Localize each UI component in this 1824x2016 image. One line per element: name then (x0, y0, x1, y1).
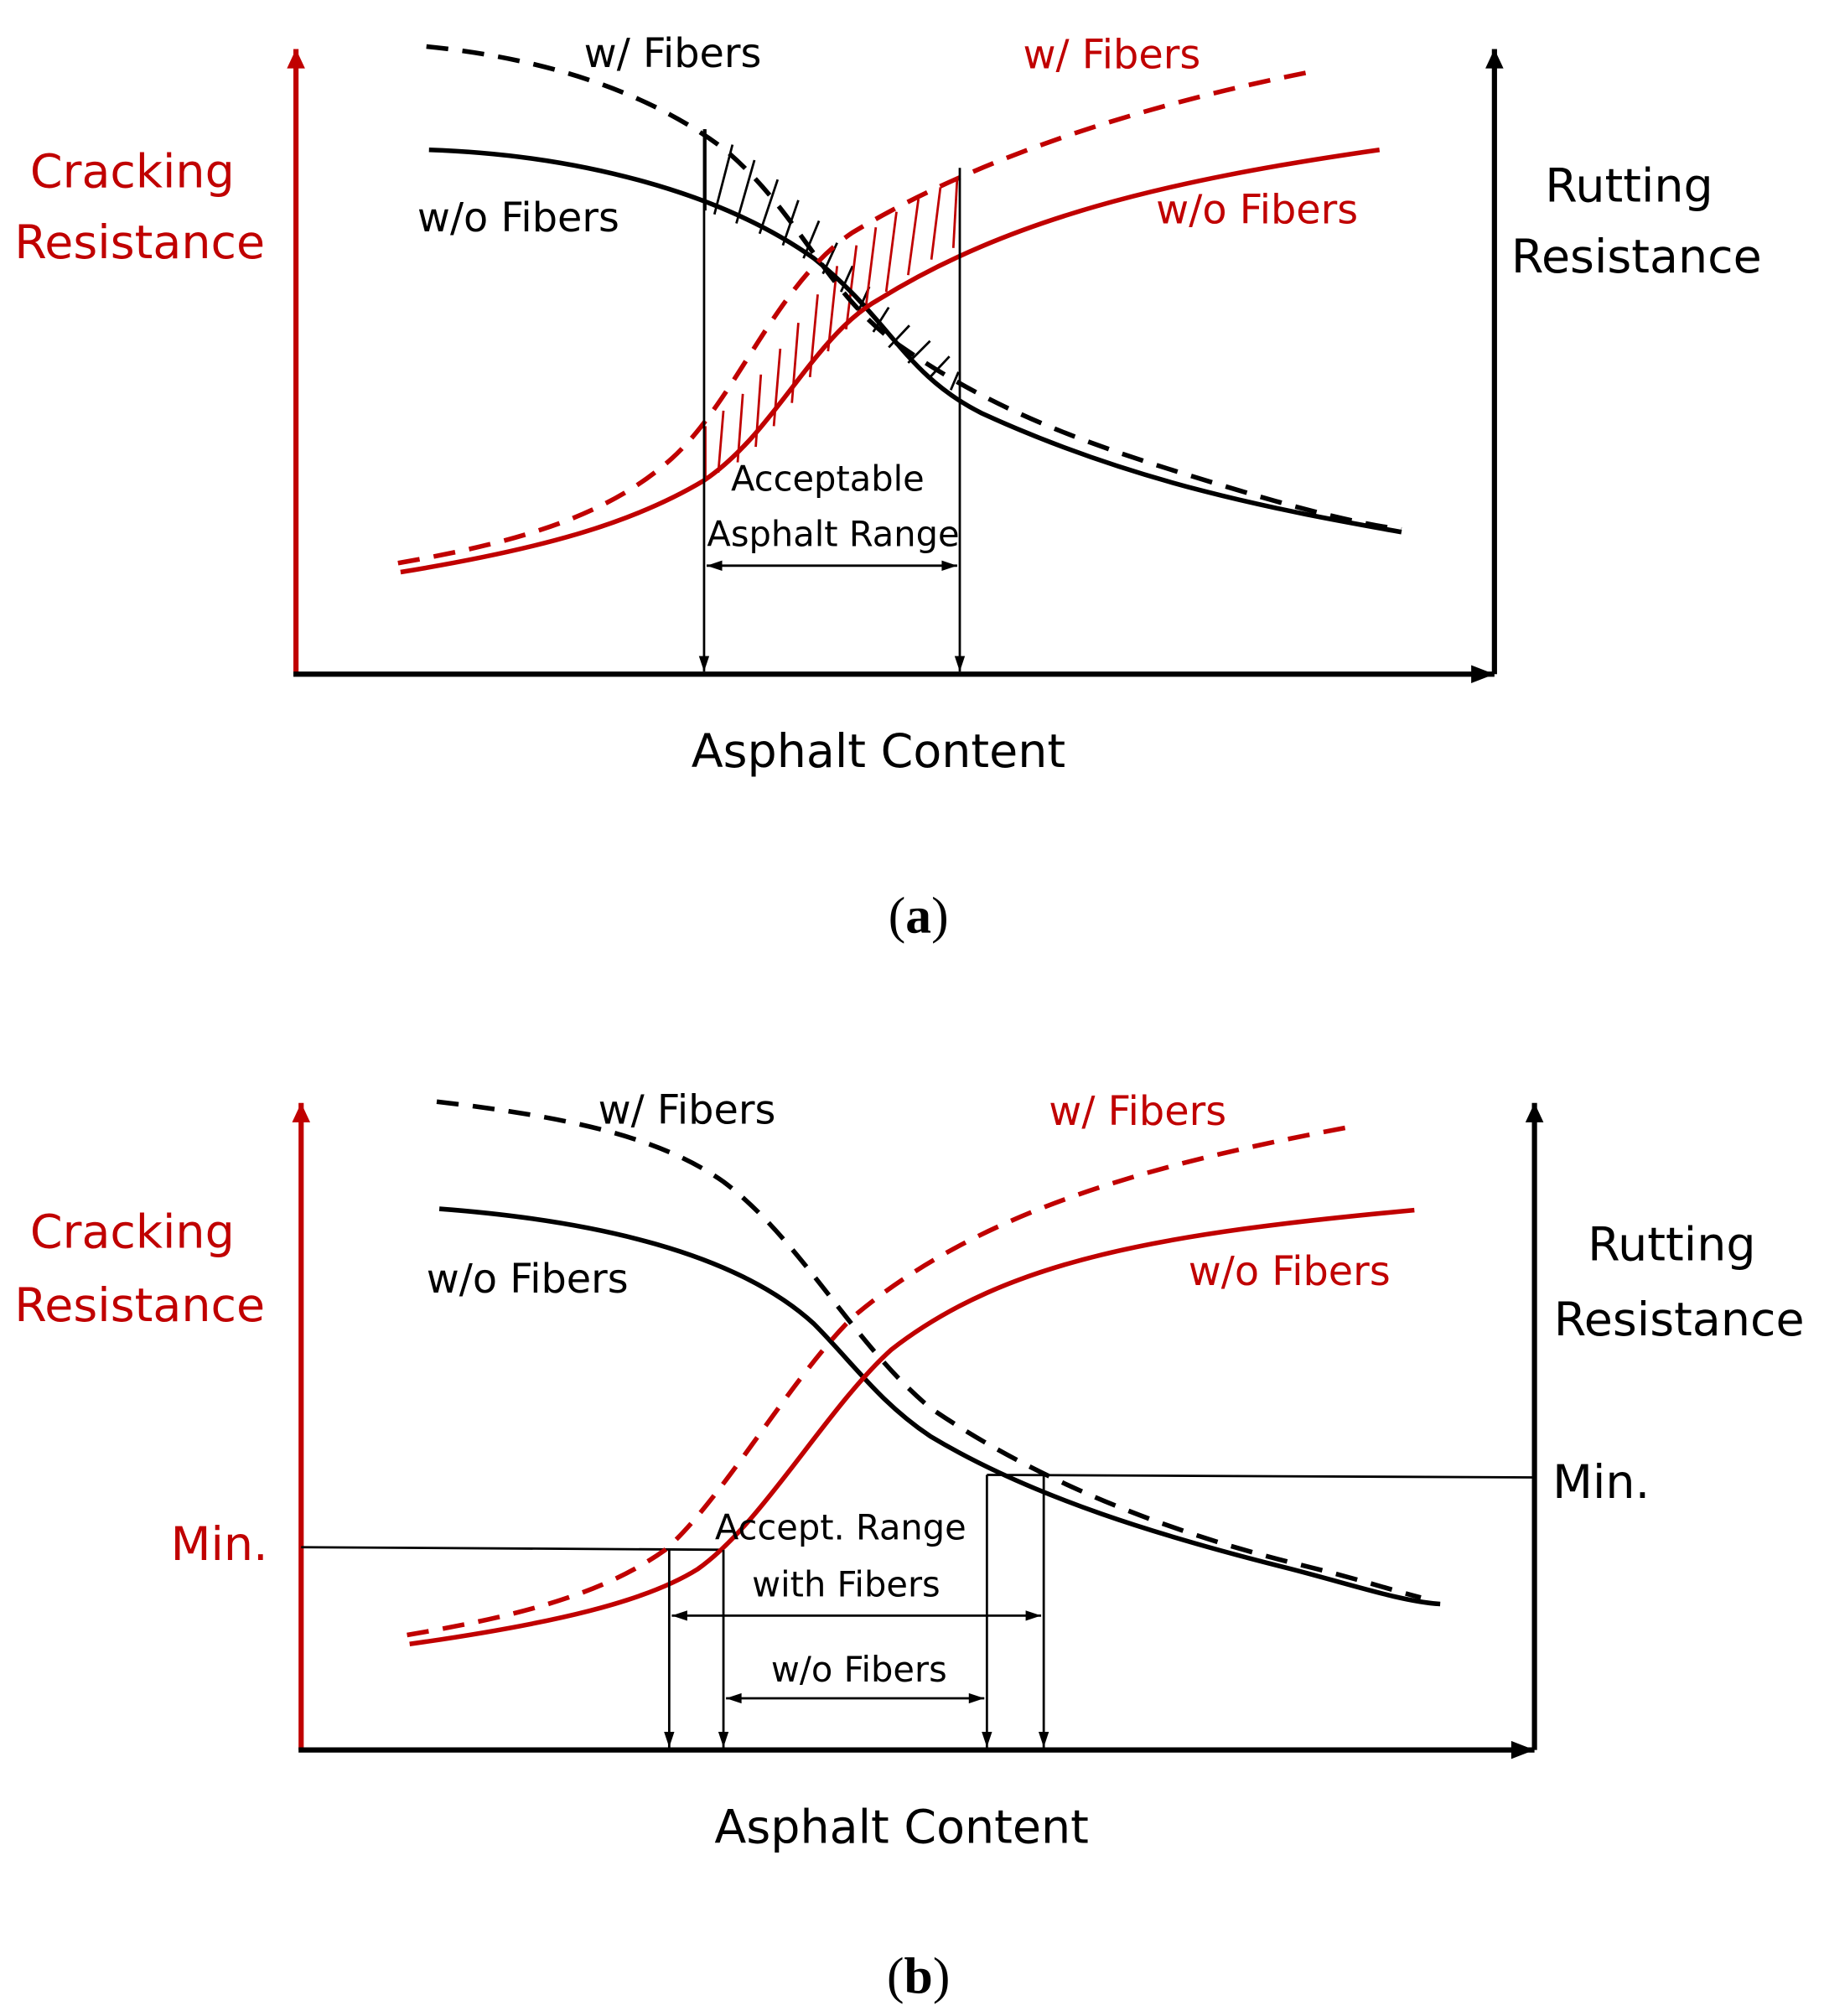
cracking-resistance-label: Cracking Resistance (14, 1205, 265, 1333)
range-without-fibers-label: w/o Fibers (771, 1649, 947, 1690)
cracking-without-fibers-curve (400, 147, 1381, 575)
range-with-fibers-label: Accept. Range with Fibers (715, 1506, 977, 1604)
rutting-min-line (987, 1474, 1535, 1479)
cracking-with-fibers-curve (397, 69, 1316, 566)
rutting-without-fibers-label: w/o Fibers (427, 1257, 629, 1303)
panel-a: Cracking Resistance Rutting Resistance w… (14, 31, 1761, 944)
acceptable-range-label: Acceptable Asphalt Range (707, 458, 959, 554)
cracking-without-fibers-curve (409, 1207, 1415, 1647)
panel-b: Cracking Resistance Rutting Resistance w… (14, 1087, 1804, 2004)
asphalt-content-label: Asphalt Content (714, 1801, 1088, 1855)
rutting-without-fibers-curve (438, 1206, 1441, 1607)
rutting-without-fibers-label: w/o Fibers (417, 195, 619, 241)
cracking-with-fibers-label: w/ Fibers (1049, 1089, 1226, 1135)
rutting-with-fibers-label: w/ Fibers (598, 1087, 776, 1133)
cracking-min-line (301, 1546, 724, 1552)
rutting-gain-hatch (704, 129, 960, 391)
cracking-with-fibers-curve (407, 1125, 1348, 1638)
cracking-resistance-label: Cracking Resistance (14, 145, 265, 270)
cracking-with-fibers-label: w/ Fibers (1023, 33, 1200, 79)
cracking-gain-hatch (704, 178, 959, 479)
caption-a: (a) (889, 887, 949, 944)
rutting-min-label: Min. (1552, 1456, 1650, 1510)
rutting-with-fibers-label: w/ Fibers (584, 31, 762, 77)
asphalt-content-label: Asphalt Content (692, 725, 1065, 779)
cracking-without-fibers-label: w/o Fibers (1189, 1249, 1391, 1295)
rutting-resistance-label: Rutting Resistance (1511, 159, 1762, 284)
rutting-with-fibers-curve (436, 1099, 1422, 1600)
caption-b: (b) (887, 1947, 950, 2004)
cracking-min-label: Min. (171, 1518, 268, 1572)
cracking-without-fibers-label: w/o Fibers (1156, 188, 1358, 234)
rutting-with-fibers-curve (426, 44, 1402, 532)
rutting-resistance-label: Rutting Resistance (1554, 1219, 1805, 1347)
